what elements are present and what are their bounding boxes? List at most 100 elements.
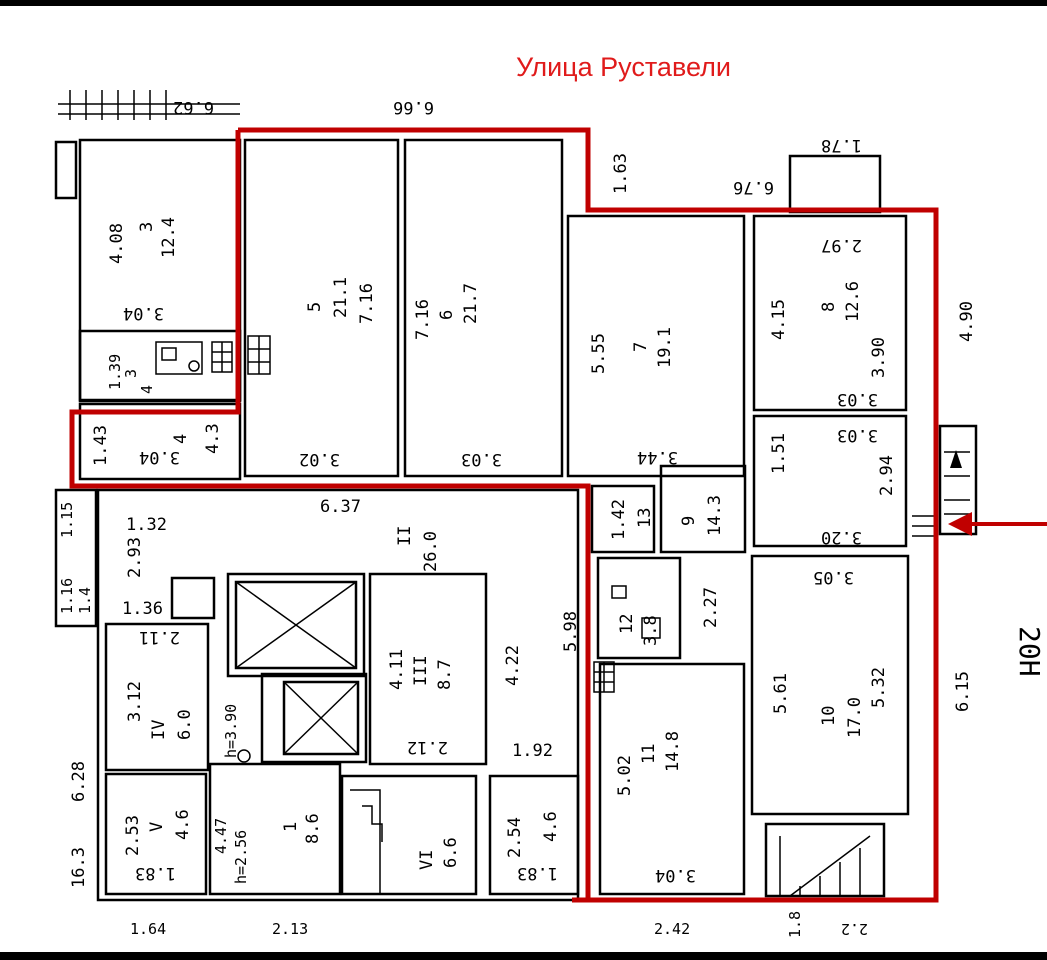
room-III-dim-b: 2.12 (407, 737, 448, 757)
room-V-dim-a: 2.53 (123, 815, 143, 856)
room-III-area: 8.7 (435, 659, 455, 690)
room-12-dim: 2.27 (701, 587, 721, 628)
room-3s-number: 3 (122, 369, 140, 378)
dim-1-4: 1.4 (76, 587, 94, 614)
room-3s-dim: 1.39 (106, 354, 124, 390)
room-1-area: 8.6 (303, 813, 323, 844)
dim-1-64: 1.64 (130, 920, 166, 938)
dim-6-62: 6.62 (173, 97, 214, 117)
room-7-dim-b: 3.44 (637, 447, 678, 467)
stairs (350, 450, 970, 897)
vent-grids (211, 335, 615, 693)
room-5-dim-b: 3.02 (299, 449, 340, 469)
room-9-dim-b: 3.03 (837, 425, 878, 445)
room-9-dim-c: 2.94 (877, 455, 897, 496)
room-V-dim-b: 1.83 (135, 863, 176, 883)
room-small-dim-b: 1.83 (517, 863, 558, 883)
room-4-dim-a: 1.43 (91, 425, 111, 466)
floor-plan-sheet: Улица Руставели (0, 6, 1047, 952)
dim-6-28: 6.28 (69, 761, 89, 802)
top-left-hatching (58, 90, 240, 120)
room-6-area: 21.7 (461, 283, 481, 324)
dim-2-2: 2.2 (841, 920, 868, 938)
street-label: Улица Руставели (516, 52, 731, 82)
room-IV-area: 6.0 (175, 709, 195, 740)
entrance-arrow (948, 512, 1047, 536)
room-II-area: 26.0 (421, 531, 441, 572)
room-II-dim-c: 2.93 (125, 537, 145, 578)
room-II-dim-b: 1.32 (126, 515, 167, 535)
dim-2-13: 2.13 (272, 920, 308, 938)
fixtures (155, 341, 661, 763)
room-V-number: V (147, 822, 167, 832)
room-11-dim-b: 3.04 (655, 865, 696, 885)
room-4s-number: 4 (138, 385, 156, 394)
room-6-dim-b: 3.03 (461, 449, 502, 469)
dim-4-90: 4.90 (957, 301, 977, 342)
room-10-dim-a: 5.61 (771, 673, 791, 714)
room-III-number: III (411, 655, 431, 686)
dim-1-16: 1.16 (58, 578, 76, 614)
room-II-dim-a: 6.37 (320, 497, 361, 517)
room-1-height-b: h=3.90 (222, 704, 240, 758)
room-V-area: 4.6 (173, 809, 193, 840)
room-7-area: 19.1 (655, 327, 675, 368)
room-1-dim-a: 4.47 (212, 818, 230, 854)
room-3-dim-a: 4.08 (107, 223, 127, 264)
room-8-area: 12.6 (843, 281, 863, 322)
dim-2-42: 2.42 (654, 920, 690, 938)
room-II-dim-d: 5.98 (561, 611, 581, 652)
room-3-dim-b: 3.04 (123, 303, 164, 323)
room-4-dim-b: 3.04 (139, 447, 180, 467)
dim-1-15: 1.15 (58, 502, 76, 538)
room-IV-dim-b: 2.11 (139, 627, 180, 647)
room-3-area: 12.4 (159, 217, 179, 258)
room-6-number: 6 (437, 310, 457, 320)
room-6-dim-a: 7.16 (413, 299, 433, 340)
entrance-label: 20Н (1013, 626, 1046, 677)
room-13-number: 13 (635, 508, 655, 528)
room-II-dim-f: 1.92 (512, 741, 553, 761)
room-12-area: 3.8 (641, 615, 661, 646)
dim-16-3: 16.3 (69, 847, 89, 888)
premises-outline (69, 127, 939, 903)
dim-6-66: 6.66 (393, 97, 434, 117)
room-small-area: 4.6 (541, 811, 561, 842)
room-small-dim-a: 2.54 (505, 817, 525, 858)
room-10-dim-b: 5.32 (869, 667, 889, 708)
room-III-dim-a: 4.11 (387, 649, 407, 690)
room-4-area: 4.3 (203, 423, 223, 454)
room-7-dim-a: 5.55 (589, 333, 609, 374)
room-3-number: 3 (137, 222, 157, 232)
room-5-area: 21.1 (331, 277, 351, 318)
dim-1-78: 1.78 (821, 135, 862, 155)
room-9-area: 14.3 (705, 495, 725, 536)
room-9-dim-d: 3.20 (821, 527, 862, 547)
room-5-dim-a: 7.16 (357, 283, 377, 324)
floor-plan: 6.66 6.62 1.63 1.78 6.76 4.90 6.15 6.28 … (54, 90, 1047, 938)
room-VI-area: 6.6 (441, 837, 461, 868)
room-8-dim-b: 3.90 (869, 337, 889, 378)
room-8-number: 8 (819, 302, 839, 312)
room-10-dim-c: 3.05 (813, 567, 854, 587)
room-12-number: 12 (617, 614, 637, 634)
room-5-number: 5 (305, 302, 325, 312)
room-8-dim-a: 4.15 (769, 299, 789, 340)
dim-1-8: 1.8 (786, 911, 804, 938)
room-7-number: 7 (631, 342, 651, 352)
room-13-dim: 1.42 (609, 499, 629, 540)
room-8-dim-d: 3.03 (837, 389, 878, 409)
room-VI-number: VI (417, 850, 437, 870)
room-II-number: II (395, 526, 415, 546)
room-9-dim-a: 1.51 (769, 433, 789, 474)
room-8-dim-c: 2.97 (821, 235, 862, 255)
room-IV-number: IV (149, 720, 169, 740)
dim-6-15: 6.15 (953, 671, 973, 712)
room-1-height-a: h=2.56 (232, 830, 250, 884)
dim-6-76: 6.76 (733, 177, 774, 197)
room-9-number: 9 (679, 516, 699, 526)
room-11-number: 11 (639, 744, 659, 764)
elevator-shafts (234, 580, 360, 756)
room-4-number: 4 (171, 434, 191, 444)
room-11-area: 14.8 (663, 731, 683, 772)
